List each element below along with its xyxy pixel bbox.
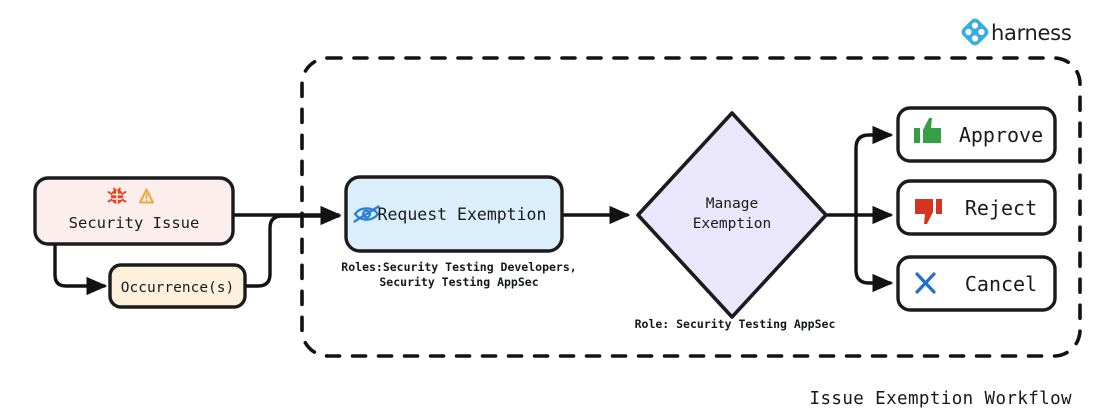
approve-label: Approve (959, 123, 1043, 147)
request-exemption-label: Request Exemption (378, 205, 547, 224)
reject-label: Reject (965, 196, 1037, 220)
warning-triangle-icon (138, 188, 155, 204)
cancel-box[interactable] (896, 255, 1057, 312)
occurrences-label: Occurrence(s) (121, 280, 235, 296)
brand-name: harness (991, 21, 1071, 45)
thumbs-up-icon (914, 118, 941, 143)
edge-manage-exemption-to-approve (854, 125, 894, 217)
request-exemption-caption-line1: Roles:Security Testing Developers, (341, 260, 576, 274)
x-mark-icon (915, 272, 936, 294)
eye-slash-icon (353, 205, 380, 223)
approve-box[interactable] (896, 106, 1057, 163)
bug-icon (107, 187, 127, 204)
security-issue-box[interactable] (33, 176, 235, 246)
edge-security-issue-to-occurrences (53, 241, 108, 296)
request-exemption-caption-line2: Security Testing AppSec (379, 275, 538, 289)
node-security-issue[interactable]: Security Issue (33, 176, 235, 246)
cancel-label: Cancel (965, 272, 1037, 296)
occurrences-box[interactable] (108, 263, 247, 309)
manage-exemption-diamond[interactable] (636, 111, 828, 319)
manage-exemption-label-line2: Exemption (693, 216, 772, 232)
diagram-title: Issue Exemption Workflow (810, 389, 1073, 409)
edge-occurrences-to-request-exemption (243, 206, 342, 288)
node-reject[interactable]: Reject (896, 179, 1057, 236)
exemption-boundary (300, 56, 1082, 358)
edges-group (53, 125, 894, 296)
node-cancel[interactable]: Cancel (896, 255, 1057, 312)
manage-exemption-caption: Role: Security Testing AppSec (635, 317, 836, 331)
thumbs-down-icon (915, 199, 942, 224)
request-exemption-box[interactable] (344, 175, 564, 253)
security-issue-label: Security Issue (69, 214, 200, 232)
node-manage-exemption[interactable]: Manage Exemption Role: Security Testing … (635, 111, 836, 331)
edge-manage-exemption-to-cancel (854, 213, 894, 293)
node-request-exemption[interactable]: Request Exemption Roles:Security Testing… (341, 175, 577, 289)
node-occurrences[interactable]: Occurrence(s) (108, 263, 247, 309)
node-approve[interactable]: Approve (896, 106, 1057, 163)
manage-exemption-label-line1: Manage (706, 196, 758, 212)
reject-box[interactable] (896, 179, 1057, 236)
harness-logo-icon (961, 18, 989, 46)
